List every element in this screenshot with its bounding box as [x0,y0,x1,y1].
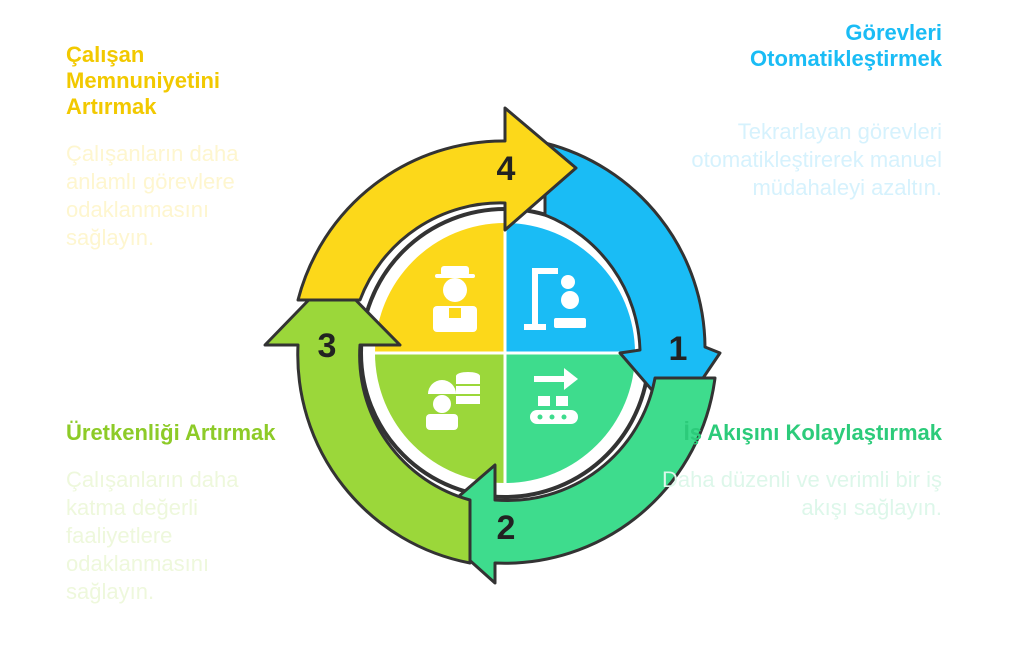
step-3-text: Üretkenliği Artırmak Çalışanların daha k… [66,420,296,606]
step-2-description: Daha düzenli ve verimli bir iş akışı sağ… [662,467,942,520]
step-number-4: 4 [497,150,516,188]
step-2-title: İş Akışını Kolaylaştırmak [683,420,942,445]
arrow-step-1 [543,141,722,420]
robot-arm-icon [524,268,586,330]
step-4-title: Çalışan Memnuniyetini Artırmak [66,42,221,119]
step-number-1: 1 [669,330,688,368]
step-number-3: 3 [318,327,337,365]
conveyor-icon [530,368,578,424]
step-3-description: Çalışanların daha katma değerli faaliyet… [66,467,239,604]
step-4-description: Çalışanların daha anlamlı görevlere odak… [66,141,239,250]
step-3-title: Üretkenliği Artırmak [66,420,276,445]
step-2-text: İş Akışını Kolaylaştırmak Daha düzenli v… [662,420,942,522]
arrow-step-4 [296,106,578,302]
happy-worker-icon [433,266,477,332]
step-1-description: Tekrarlayan görevleri otomatikleştirerek… [691,119,942,200]
step-number-2: 2 [497,509,516,547]
worker-database-icon [426,372,480,430]
arrow-step-2 [426,376,717,585]
step-4-text: Çalışan Memnuniyetini Artırmak Çalışanla… [66,42,296,252]
step-1-text: Görevleri Otomatikleştirmek Tekrarlayan … [682,20,942,202]
step-1-title: Görevleri Otomatikleştirmek [750,20,942,71]
arrow-step-3 [263,274,472,565]
